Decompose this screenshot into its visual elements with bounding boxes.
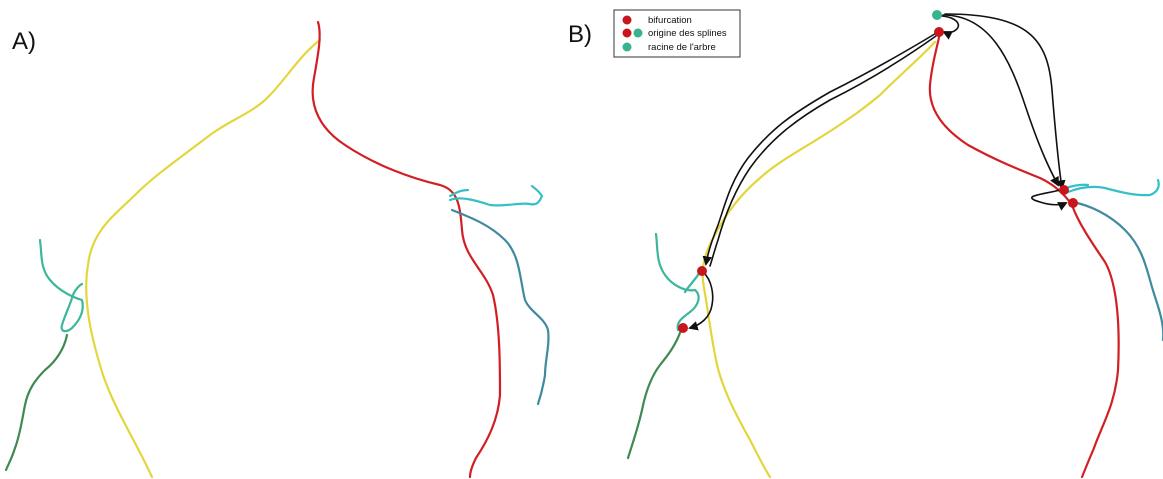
arrow-root-to-bif-right-b	[944, 13, 1066, 190]
arrow-root-to-bif-right-a	[942, 14, 1059, 187]
steel-vessel	[450, 208, 550, 406]
panel-label-b: B)	[568, 21, 592, 48]
arrow-bif1-to-left-2	[709, 35, 937, 267]
arrow-left-to-lower	[688, 271, 714, 331]
yellow-vessel	[85, 38, 322, 479]
root-marker	[932, 10, 942, 20]
arrow-bif-right-loop	[1031, 189, 1068, 211]
bifurcation-marker-right-2	[1068, 198, 1078, 208]
bifurcation-marker-top	[934, 27, 944, 37]
red-vessel-b	[928, 30, 1120, 479]
legend-label-bifurcation: bifurcation	[648, 15, 692, 26]
legend-marker-root	[622, 42, 632, 52]
bifurcation-marker-lower	[678, 323, 688, 333]
mint-vessel-b	[654, 232, 702, 332]
green-vessel-b	[626, 328, 683, 460]
legend-marker-bifurcation	[622, 15, 632, 25]
arrow-bif1-to-left	[702, 31, 939, 266]
steel-vessel-b	[1070, 200, 1163, 342]
legend-marker-origin-teal	[633, 28, 643, 38]
legend-marker-origin-red	[622, 28, 632, 38]
red-vessel	[311, 20, 502, 479]
mint-vessel	[38, 238, 84, 333]
legend-label-root: racine de l'arbre	[648, 42, 716, 53]
panel-label-a: A)	[12, 28, 36, 55]
legend: bifurcation origine des splines racine d…	[613, 9, 741, 58]
legend-label-origin: origine des splines	[648, 28, 727, 39]
cyan-vessel	[448, 184, 544, 207]
bifurcation-marker-left	[697, 266, 707, 276]
bifurcation-marker-right-1	[1059, 185, 1069, 195]
green-vessel	[4, 333, 69, 472]
panel-b-vessels	[626, 10, 1163, 479]
arrow-root-to-bif1	[941, 15, 960, 40]
panel-a-vessels	[4, 20, 550, 479]
cyan-vessel-b	[1064, 178, 1160, 197]
